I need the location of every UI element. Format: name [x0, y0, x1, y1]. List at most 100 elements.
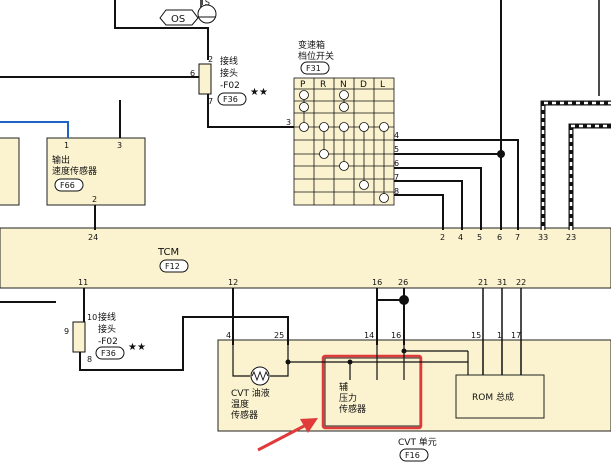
f66-tag-box [54, 178, 84, 192]
cvt-pin-16: 16 [391, 331, 401, 340]
os-label: OS [171, 14, 185, 25]
switch-output-wires [394, 139, 519, 230]
pin-6-upper: 6 [190, 69, 195, 78]
tcm-pin-4: 4 [458, 233, 463, 242]
f36-tag-upper: F36 [223, 95, 238, 104]
f36-tag-lower: F36 [101, 349, 116, 358]
junction-upper-line1: 接线 [220, 55, 238, 67]
aux-pressure-2: 压力 [339, 392, 357, 404]
speed-pin-2: 2 [92, 195, 97, 204]
switch-title-2: 档位开关 [298, 50, 334, 62]
junction-dot-upper [497, 150, 505, 158]
tcm-pin-22: 22 [516, 278, 526, 287]
pos-d: D [360, 80, 367, 90]
wire-junction-to-switch [207, 94, 294, 128]
cvt-pin-1: 1 [497, 331, 502, 340]
double-star-lower: ★★ [128, 342, 146, 353]
junction-upper-line2: 接头 [220, 67, 238, 79]
double-star-upper: ★★ [250, 87, 268, 98]
junction-connector-upper [198, 63, 212, 95]
f36-tag-upper-box [217, 92, 247, 106]
f16-tag: F16 [405, 451, 420, 460]
pos-l: L [380, 80, 385, 90]
switch-pin-7: 7 [394, 173, 399, 182]
tcm-pin-2: 2 [440, 233, 445, 242]
tcm-pin-5: 5 [477, 233, 482, 242]
cvt-pin-14: 14 [364, 331, 374, 340]
junction-lower-line3: -F02 [98, 337, 118, 347]
pos-r: R [320, 80, 326, 90]
rom-assembly-box [455, 374, 545, 419]
aux-pressure-3: 传感器 [339, 403, 366, 415]
cvt-fluid-temp-1: CVT 油液 [231, 387, 270, 399]
switch-pin-4: 4 [394, 131, 399, 140]
junction-upper-line3: -F02 [220, 81, 240, 91]
cvt-pin-17: 17 [511, 331, 521, 340]
tcm-pin-24: 24 [88, 233, 98, 242]
cvt-pin-25: 25 [274, 331, 284, 340]
thermistor-symbol [250, 366, 270, 386]
ts-circle [197, 4, 217, 24]
f12-tag-box [159, 259, 189, 273]
pin-10-lower: 10 [87, 313, 97, 322]
f16-tag-box [399, 448, 429, 462]
tcm-pin-21: 21 [478, 278, 488, 287]
pointer-arrow [257, 418, 318, 452]
tcm-pin-31: 31 [497, 278, 507, 287]
thermistor-wire-right [270, 345, 289, 377]
junction-lower-line1: 接线 [98, 311, 116, 323]
dot-25-node [285, 359, 291, 365]
junction-connector-lower [72, 321, 86, 353]
pin-8-lower: 8 [87, 355, 92, 364]
os-tag [159, 9, 199, 26]
tcm-pin-12: 12 [228, 278, 238, 287]
pin-7-upper: 7 [208, 97, 213, 106]
wire-junction-lower-to-25 [79, 316, 289, 371]
tcm-pin-16: 16 [372, 278, 382, 287]
pin-9-lower: 9 [64, 327, 69, 336]
pos-p: P [300, 80, 306, 90]
tcm-pin-26: 26 [398, 278, 408, 287]
cvt-fluid-temp-2: 温度 [231, 398, 249, 410]
switch-pin-5: 5 [394, 145, 399, 154]
blue-wire [0, 121, 69, 138]
cvt-fluid-temp-3: 传感器 [231, 409, 258, 421]
thermistor-wire-left [232, 345, 250, 377]
tcm-band [0, 227, 611, 289]
thermistor-zigzag [251, 370, 269, 382]
junction-lower-line2: 接头 [98, 323, 116, 335]
switch-pin-6: 6 [394, 159, 399, 168]
tcm-title: TCM [157, 247, 179, 258]
highlight-frame [321, 354, 423, 430]
speed-sensor-label-1: 输出 [52, 154, 70, 166]
switch-links [303, 99, 385, 194]
junction-dot-lower [399, 295, 409, 305]
tcm-pin-6: 6 [497, 233, 502, 242]
pin-2-upper: 2 [208, 55, 213, 64]
cvt-pin-4: 4 [226, 331, 231, 340]
pos-n: N [340, 80, 347, 90]
left-partial-box [0, 137, 20, 206]
shielded-wire-23 [568, 123, 611, 230]
tcm-pin-33: 33 [538, 233, 548, 242]
cvt-pin-15: 15 [471, 331, 481, 340]
speed-pin-3: 3 [117, 141, 122, 150]
switch-title-1: 变速箱 [298, 39, 325, 51]
f31-tag-box [300, 61, 330, 75]
tcm-pin-7: 7 [515, 233, 520, 242]
cvt-unit-title: CVT 单元 [398, 436, 437, 448]
rom-assembly-label: ROM 总成 [472, 391, 514, 403]
tcm-pin-23: 23 [566, 233, 576, 242]
switch-pin-3: 3 [286, 118, 291, 127]
dot-16-node [401, 348, 407, 354]
f12-tag: F12 [165, 262, 180, 271]
tcm-pin-11: 11 [78, 278, 88, 287]
speed-pin-1: 1 [64, 141, 69, 150]
aux-pressure-1: 辅 [339, 381, 348, 393]
speed-sensor-box [46, 137, 146, 206]
f36-tag-lower-box [95, 346, 125, 360]
shielded-wire-33 [540, 100, 611, 230]
top-wire-left [114, 0, 209, 60]
